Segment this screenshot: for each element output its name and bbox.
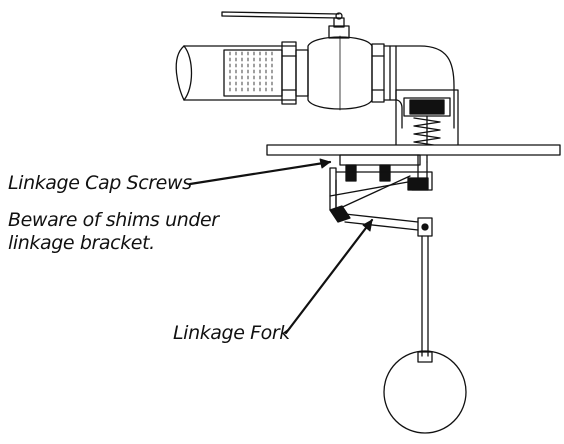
supply-pipe [175, 41, 309, 105]
linkage-fork-label: Linkage Fork [173, 322, 290, 344]
float-ball [383, 350, 467, 434]
linkage-cap-screws-label: Linkage Cap Screws [8, 172, 192, 194]
ball-valve [221, 11, 385, 111]
fork-leader [284, 218, 374, 335]
float-rod [417, 235, 433, 363]
leader-lines [188, 158, 374, 335]
shims-warning-line-1: Beware of shims under [8, 209, 219, 231]
shims-warning-note: Beware of shims under linkage bracket. [8, 209, 219, 255]
linkage-arm [329, 175, 433, 237]
tank-top-plate [266, 144, 561, 156]
linkage-bracket [329, 154, 433, 211]
cap-screws-leader [188, 160, 332, 186]
shims-warning-line-2: linkage bracket. [8, 232, 155, 254]
